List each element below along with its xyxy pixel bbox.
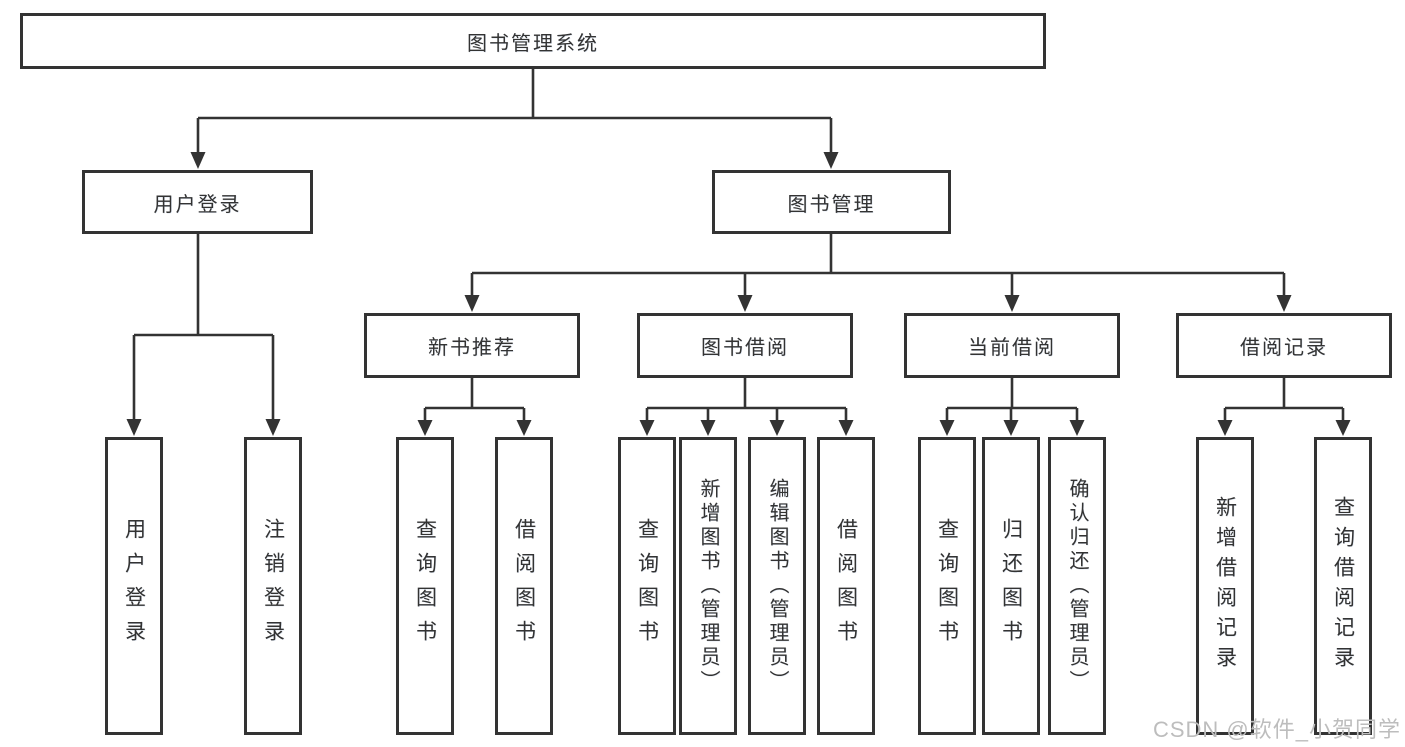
leaf-query-books-borrow: 查询图书 [618, 437, 676, 735]
leaf-query-borrow-record: 查询借阅记录 [1314, 437, 1372, 735]
leaf-borrow-books: 借阅图书 [817, 437, 875, 735]
node-library-management-system: 图书管理系统 [20, 13, 1046, 69]
leaf-edit-books-admin: 编辑图书（管理员） [748, 437, 806, 735]
node-book-borrowing: 图书借阅 [637, 313, 853, 378]
leaf-confirm-return-admin: 确认归还（管理员） [1048, 437, 1106, 735]
leaf-add-books-admin: 新增图书（管理员） [679, 437, 737, 735]
csdn-watermark: CSDN @软件_小贺同学 [1152, 717, 1401, 742]
leaf-query-books-recommend: 查询图书 [396, 437, 454, 735]
leaf-return-books: 归还图书 [982, 437, 1040, 735]
leaf-logout: 注销登录 [244, 437, 302, 735]
leaf-add-borrow-record: 新增借阅记录 [1196, 437, 1254, 735]
node-current-borrowing: 当前借阅 [904, 313, 1120, 378]
node-book-management: 图书管理 [712, 170, 951, 234]
leaf-query-books-current: 查询图书 [918, 437, 976, 735]
node-borrowing-records: 借阅记录 [1176, 313, 1392, 378]
leaf-borrow-books-recommend: 借阅图书 [495, 437, 553, 735]
leaf-user-login: 用户登录 [105, 437, 163, 735]
node-user-login: 用户登录 [82, 170, 313, 234]
node-new-book-recommendation: 新书推荐 [364, 313, 580, 378]
